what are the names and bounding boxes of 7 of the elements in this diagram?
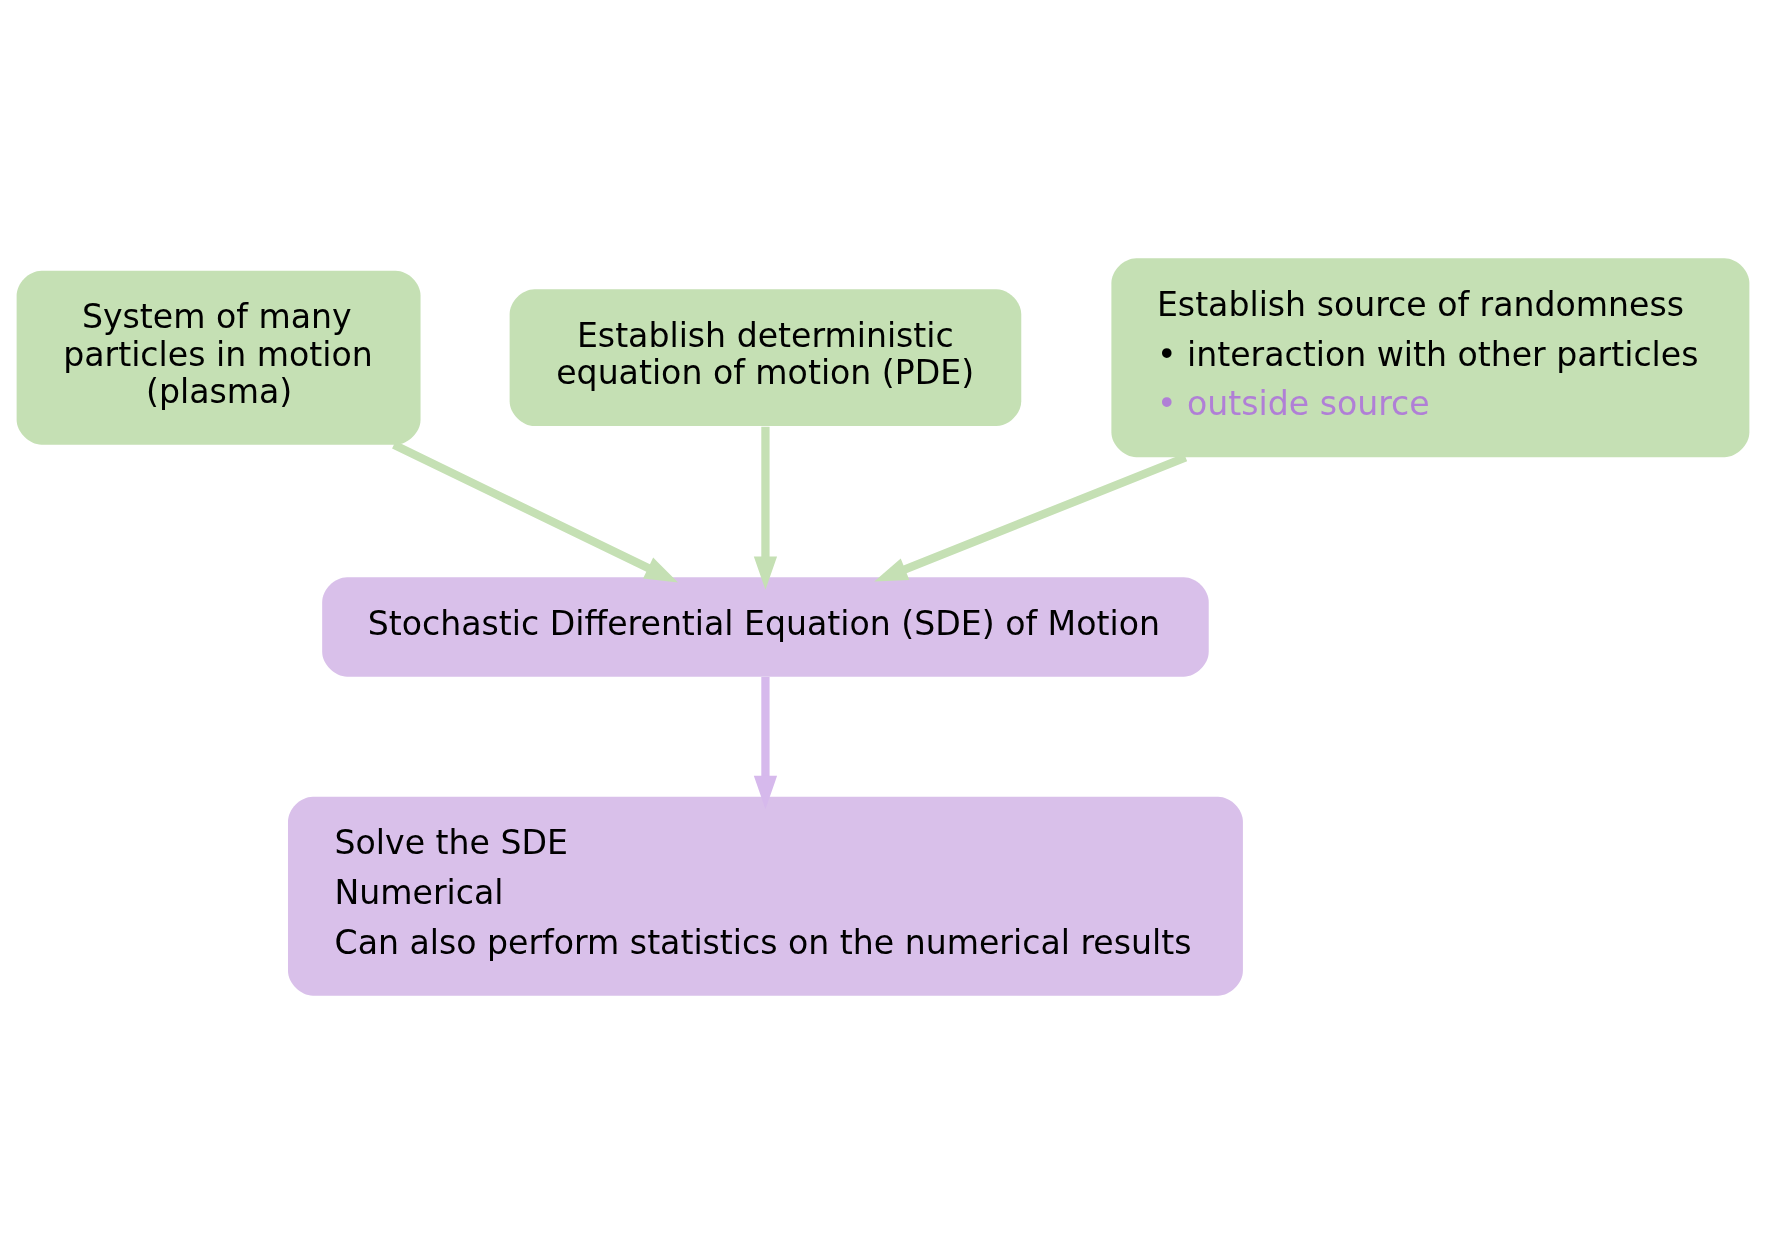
node-box: System of many particles in motion (plasma) [16,270,421,445]
node-box: Establish source of randomness • interaction with other particles • outside source [1111,257,1750,457]
arrow [753,426,778,590]
node-box: Establish deterministic equation of motion (PDE) [509,288,1022,426]
node-box: Stochastic Differential Equation (SDE) of Motion [322,576,1209,677]
node-box: Solve the SDE Numerical Can also perform statistics on the numerical results [288,796,1243,996]
arrow [753,676,778,809]
